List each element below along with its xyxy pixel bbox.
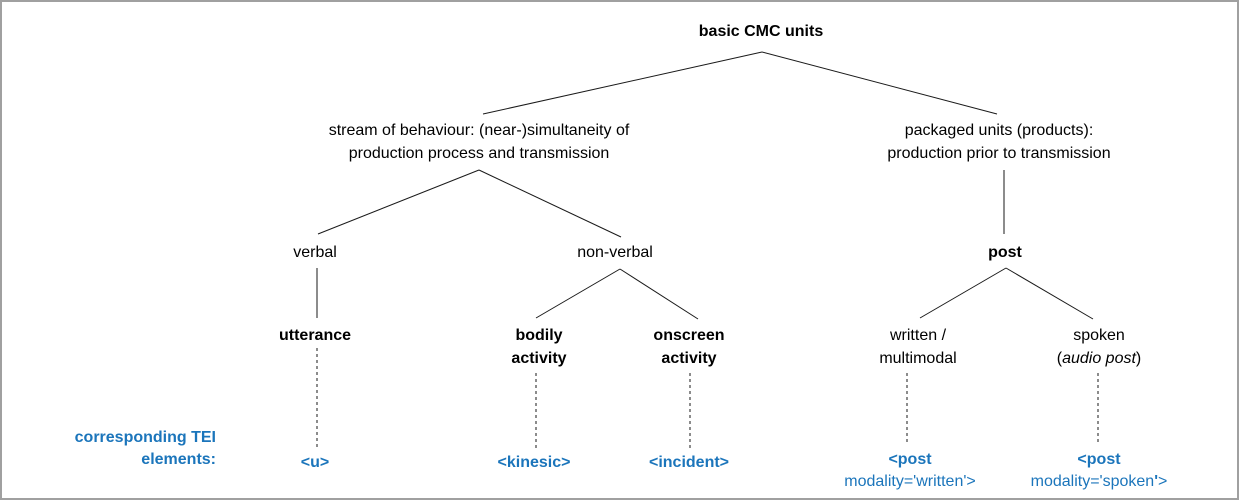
node-written-multimodal: written / multimodal <box>879 324 956 370</box>
node-verbal: verbal <box>293 244 337 261</box>
tei-post-written-line2: modality='written'> <box>844 473 976 490</box>
node-onscreen-line2: activity <box>661 350 717 367</box>
node-onscreen-activity: onscreen activity <box>653 324 724 370</box>
node-non-verbal: non-verbal <box>577 244 653 261</box>
edge-root-stream <box>482 51 763 115</box>
tei-post-written-line1: <post <box>888 451 932 468</box>
node-bodily-line2: activity <box>511 350 567 367</box>
node-packaged-units: packaged units (products): production pr… <box>887 119 1110 165</box>
tei-element-u: <u> <box>300 454 330 471</box>
node-basic-cmc-units: basic CMC units <box>698 23 824 40</box>
node-spoken-line1: spoken <box>1073 327 1125 344</box>
tei-element-incident: <incident> <box>648 454 730 471</box>
tei-element-post-written: <post modality='written'> <box>844 449 976 493</box>
node-spoken-audio-post: spoken (audio post) <box>1057 324 1142 370</box>
node-onscreen-line1: onscreen <box>653 327 725 344</box>
tei-caption-line1: corresponding TEI <box>74 429 216 446</box>
tei-post-spoken-line1: <post <box>1077 451 1121 468</box>
node-stream-of-behaviour: stream of behaviour: (near-)simultaneity… <box>329 119 630 165</box>
edge-stream-verbal <box>317 169 480 235</box>
node-packaged-line1: packaged units (products): <box>904 122 1094 139</box>
edge-root-packaged <box>761 51 998 115</box>
tei-post-spoken-line2: modality='spoken'> <box>1030 473 1168 490</box>
tei-caption: corresponding TEI elements: <box>30 427 216 471</box>
tei-caption-line2: elements: <box>141 451 216 468</box>
edge-nonverbal-onscreen <box>619 268 699 320</box>
node-utterance: utterance <box>278 327 352 344</box>
node-packaged-line2: production prior to transmission <box>887 145 1111 162</box>
node-written-line2: multimodal <box>879 350 957 367</box>
edge-post-spoken <box>1005 267 1094 320</box>
node-written-line1: written / <box>889 327 947 344</box>
node-spoken-line2: (audio post) <box>1056 350 1142 367</box>
edge-stream-nonverbal <box>478 169 622 238</box>
tei-element-post-spoken: <post modality='spoken'> <box>1031 449 1168 493</box>
node-bodily-line1: bodily <box>515 327 563 344</box>
audio-post-italic: audio post <box>1062 350 1136 367</box>
node-stream-line2: production process and transmission <box>348 145 610 162</box>
edge-nonverbal-bodily <box>535 268 621 319</box>
tei-element-kinesic: <kinesic> <box>497 454 571 471</box>
edge-post-written <box>919 267 1007 319</box>
node-bodily-activity: bodily activity <box>511 324 566 370</box>
node-stream-line1: stream of behaviour: (near-)simultaneity… <box>328 122 630 139</box>
node-post: post <box>988 244 1022 261</box>
